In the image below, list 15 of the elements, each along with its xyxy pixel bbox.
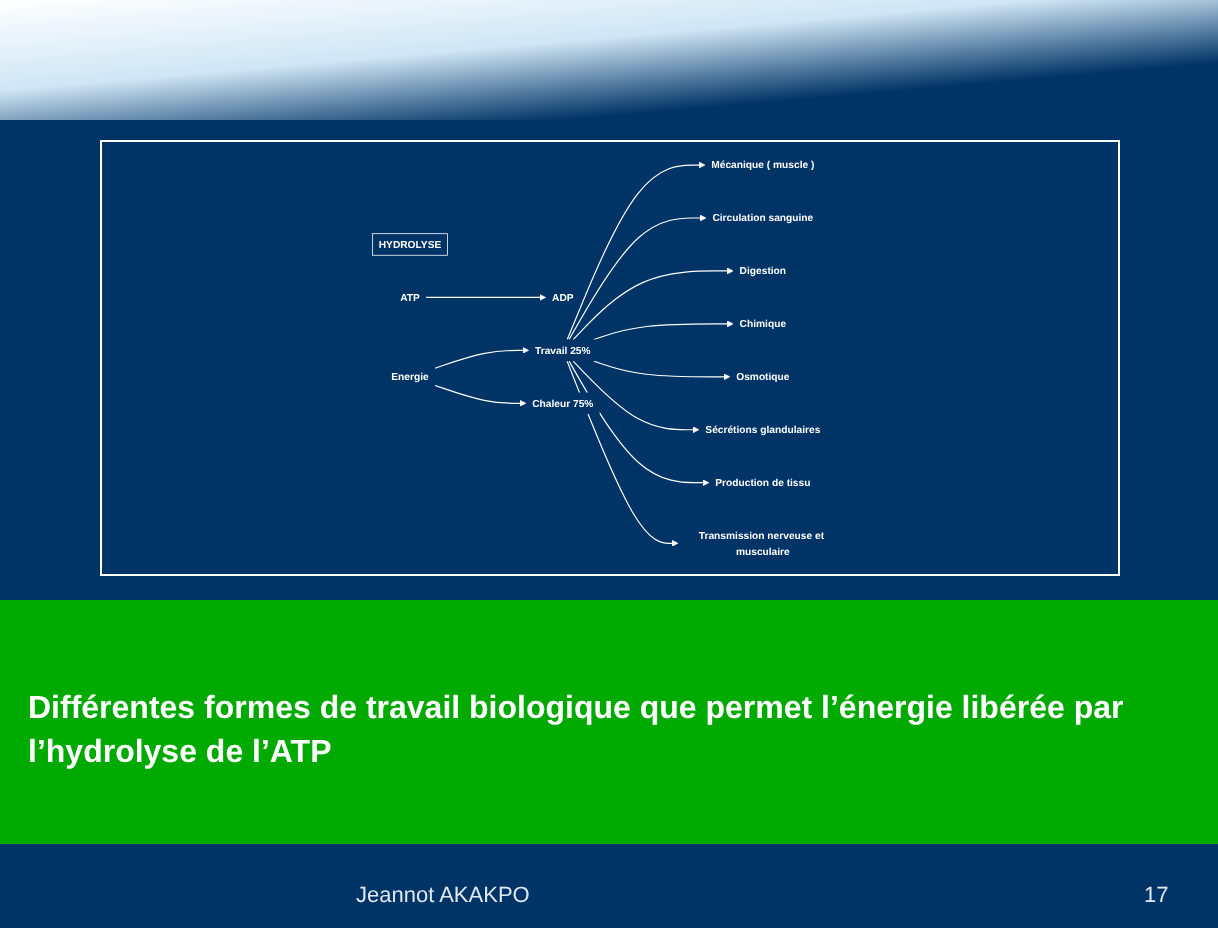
footer-author: Jeannot AKAKPO <box>356 884 530 908</box>
arrow <box>572 267 734 341</box>
page-number: 17 <box>1144 884 1169 908</box>
arrow <box>568 214 707 341</box>
arrow <box>566 360 679 547</box>
arrow <box>425 293 547 301</box>
node-box <box>372 233 448 256</box>
arrow <box>593 360 731 381</box>
arrow <box>434 384 527 407</box>
arrow <box>593 320 734 341</box>
arrow <box>572 360 700 434</box>
arrow <box>568 360 710 487</box>
arrow <box>434 346 530 369</box>
caption: Différentes formes de travail biologique que permet l’énergie libérée par l’hydrolyse de l’ATP <box>28 690 1126 774</box>
arrow <box>566 161 706 341</box>
